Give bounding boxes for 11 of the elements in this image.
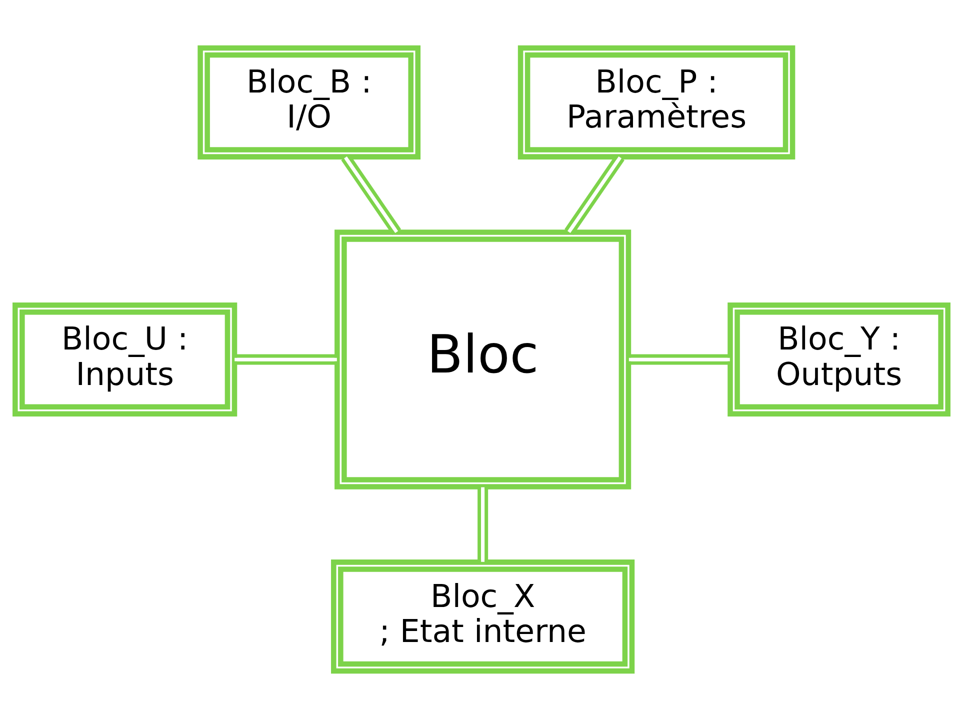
- node-box: Bloc: [334, 229, 632, 489]
- node-box: Bloc_U : Inputs: [12, 302, 238, 416]
- connector: [564, 154, 624, 235]
- node-box: Bloc_X ; Etat interne: [331, 559, 635, 674]
- connector: [234, 354, 337, 364]
- connector: [628, 354, 730, 364]
- node-box: Bloc_P : Paramètres: [518, 44, 796, 159]
- connector: [341, 154, 402, 235]
- node-box: Bloc_B : I/O: [198, 44, 421, 159]
- node-box: Bloc_Y : Outputs: [728, 302, 950, 416]
- connector: [478, 486, 488, 562]
